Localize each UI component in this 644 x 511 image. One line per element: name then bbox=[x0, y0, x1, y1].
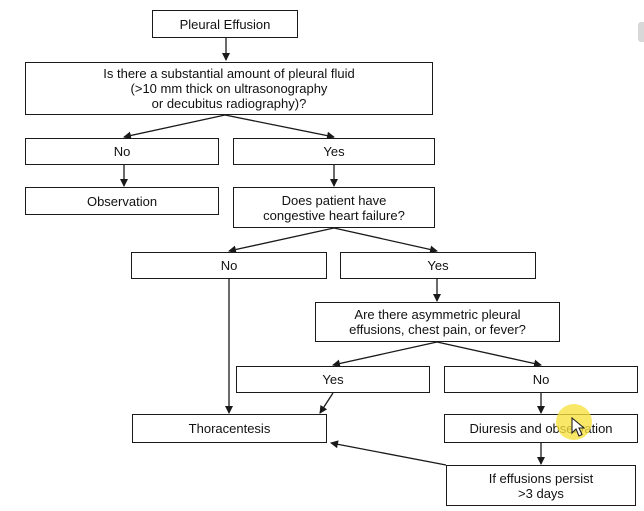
mouse-pointer-icon bbox=[571, 417, 585, 437]
node-substantial-fluid-question-label: Is there a substantial amount of pleural… bbox=[103, 66, 355, 111]
arrow-asymmetric-to-yes bbox=[332, 341, 438, 368]
node-diuresis: Diuresis and observation bbox=[444, 414, 638, 443]
node-pleural-effusion-label: Pleural Effusion bbox=[179, 16, 271, 32]
node-no-2: No bbox=[131, 252, 327, 279]
node-no-1: No bbox=[25, 138, 219, 165]
node-asymmetric-question-label: Are there asymmetric pleural effusions, … bbox=[349, 307, 526, 337]
arrow-question-to-no bbox=[123, 114, 226, 140]
arrow-yes-to-thoracentesis bbox=[319, 392, 334, 414]
arrow-persist-to-thoracentesis bbox=[330, 440, 447, 466]
arrow-chf-to-yes bbox=[333, 227, 438, 254]
arrow-chf-to-no bbox=[228, 227, 335, 254]
node-yes-2: Yes bbox=[340, 252, 536, 279]
node-chf-question-label: Does patient have congestive heart failu… bbox=[263, 192, 405, 223]
node-yes-1-label: Yes bbox=[323, 144, 345, 159]
node-thoracentesis: Thoracentesis bbox=[132, 414, 327, 443]
node-thoracentesis-label: Thoracentesis bbox=[188, 421, 271, 436]
node-persist-label: If effusions persist >3 days bbox=[488, 470, 594, 501]
node-observation: Observation bbox=[25, 187, 219, 215]
node-no-2-label: No bbox=[220, 258, 238, 273]
node-pleural-effusion: Pleural Effusion bbox=[152, 10, 298, 38]
node-no-3-label: No bbox=[532, 372, 550, 387]
node-observation-label: Observation bbox=[86, 193, 158, 209]
node-persist: If effusions persist >3 days bbox=[446, 465, 636, 506]
node-chf-question: Does patient have congestive heart failu… bbox=[233, 187, 435, 228]
node-yes-3: Yes bbox=[236, 366, 430, 393]
node-asymmetric-question: Are there asymmetric pleural effusions, … bbox=[315, 302, 560, 342]
node-yes-2-label: Yes bbox=[427, 258, 449, 273]
arrow-asymmetric-to-no bbox=[436, 341, 542, 368]
arrow-question-to-yes bbox=[224, 114, 335, 140]
node-no-3: No bbox=[444, 366, 638, 393]
window-edge-tab bbox=[638, 22, 644, 42]
node-yes-3-label: Yes bbox=[322, 372, 344, 387]
node-substantial-fluid-question: Is there a substantial amount of pleural… bbox=[25, 62, 433, 115]
node-yes-1: Yes bbox=[233, 138, 435, 165]
node-no-1-label: No bbox=[113, 144, 131, 159]
